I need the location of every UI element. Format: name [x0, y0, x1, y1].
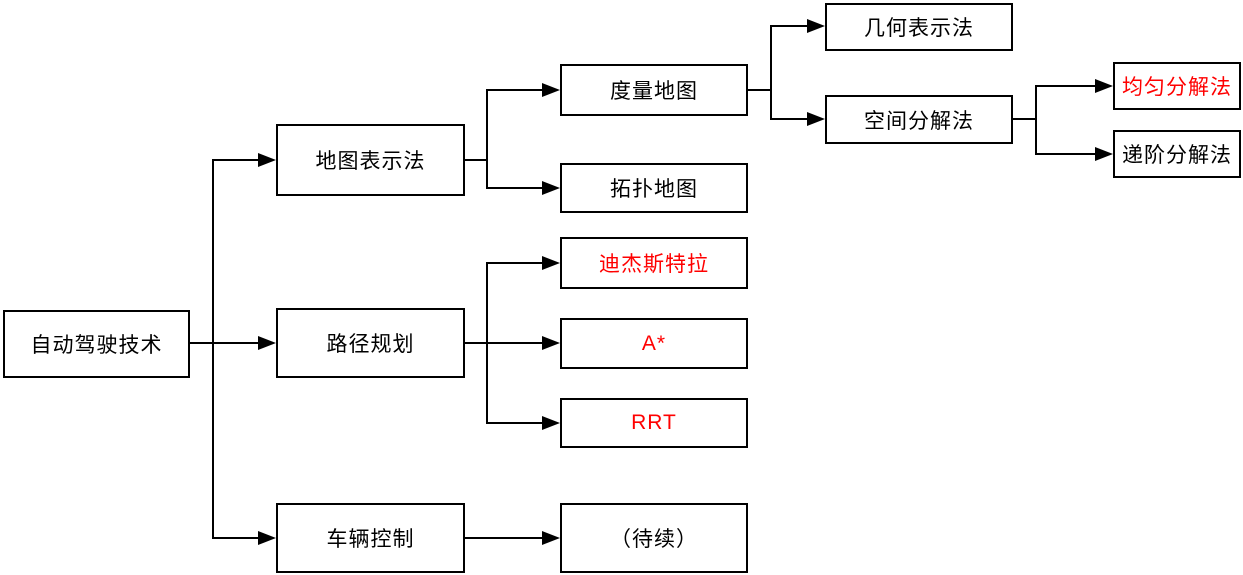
connector-to-dijkstra	[486, 262, 542, 264]
arrowhead-uniform-decomposition-icon	[1095, 79, 1113, 93]
connector-root-out	[190, 342, 213, 344]
arrowhead-to-be-continued-icon	[542, 531, 560, 545]
connector-to-uniform-decomposition	[1035, 85, 1095, 87]
node-uniform-decomposition: 均匀分解法	[1113, 62, 1241, 110]
arrowhead-path-planning-icon	[258, 336, 276, 350]
connector-to-to-be-continued	[465, 537, 542, 539]
node-path-planning: 路径规划	[276, 308, 465, 378]
connector-to-geometric-representation	[770, 25, 807, 27]
node-dijkstra: 迪杰斯特拉	[560, 237, 748, 289]
connector-spatial-decomposition-out	[1013, 118, 1037, 120]
connector-to-map-representation	[212, 159, 258, 161]
connector-to-topological-map	[486, 187, 542, 189]
arrowhead-vehicle-control-icon	[258, 531, 276, 545]
node-topological-map: 拓扑地图	[560, 163, 748, 213]
node-vehicle-control: 车辆控制	[276, 503, 465, 573]
node-to-be-continued: （待续）	[560, 503, 748, 573]
connector-path-planning-out	[465, 342, 488, 344]
arrowhead-a-star-icon	[542, 336, 560, 350]
node-root: 自动驾驶技术	[3, 310, 190, 378]
connector-spatial-decomposition-branch	[1035, 85, 1037, 155]
connector-root-trunk	[212, 159, 214, 539]
node-rrt: RRT	[560, 398, 748, 448]
arrowhead-metric-map-icon	[542, 83, 560, 97]
connector-map-representation-out	[465, 159, 488, 161]
arrowhead-spatial-decomposition-icon	[807, 112, 825, 126]
connector-to-hierarchical-decomposition	[1035, 153, 1095, 155]
connector-to-vehicle-control	[212, 537, 258, 539]
connector-to-rrt	[486, 422, 542, 424]
node-metric-map: 度量地图	[560, 64, 748, 116]
connector-to-spatial-decomposition	[770, 118, 807, 120]
node-map-representation: 地图表示法	[276, 124, 465, 196]
node-geometric-representation: 几何表示法	[825, 3, 1013, 51]
arrowhead-hierarchical-decomposition-icon	[1095, 147, 1113, 161]
node-hierarchical-decomposition: 递阶分解法	[1113, 130, 1241, 178]
connector-to-a-star	[486, 342, 542, 344]
node-a-star: A*	[560, 318, 748, 369]
arrowhead-dijkstra-icon	[542, 256, 560, 270]
arrowhead-rrt-icon	[542, 416, 560, 430]
connector-metric-map-branch	[770, 25, 772, 120]
connector-to-metric-map	[486, 89, 542, 91]
connector-map-representation-branch	[486, 89, 488, 189]
arrowhead-topological-map-icon	[542, 181, 560, 195]
arrowhead-map-representation-icon	[258, 153, 276, 167]
arrowhead-geometric-representation-icon	[807, 19, 825, 33]
connector-to-path-planning	[212, 342, 258, 344]
node-spatial-decomposition: 空间分解法	[825, 95, 1013, 144]
connector-metric-map-out	[748, 89, 772, 91]
